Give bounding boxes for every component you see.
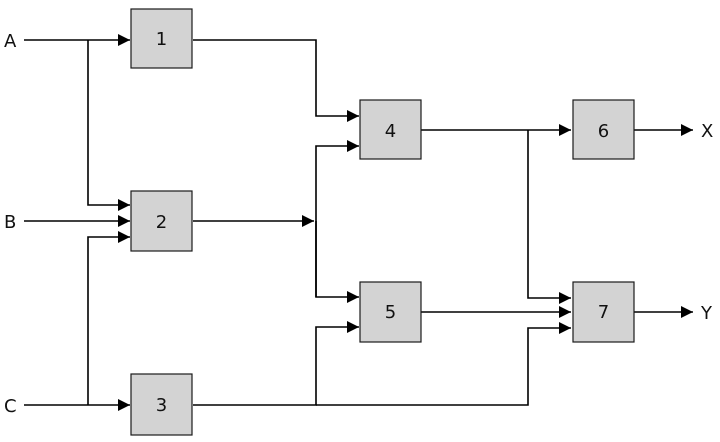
connections bbox=[24, 34, 693, 411]
block-1-label: 1 bbox=[156, 29, 167, 50]
block-2: 2 bbox=[130, 190, 193, 252]
block-7: 7 bbox=[572, 281, 635, 343]
block-4-label: 4 bbox=[385, 121, 396, 142]
block-5: 5 bbox=[359, 281, 422, 343]
wire-1-4 bbox=[193, 39, 359, 122]
block-6-label: 6 bbox=[598, 121, 609, 142]
block-6: 6 bbox=[572, 99, 635, 160]
input-label-c: C bbox=[4, 396, 17, 417]
wire-3-7 bbox=[316, 322, 571, 406]
io-labels: A B C X Y bbox=[4, 31, 713, 417]
output-label-x: X bbox=[701, 121, 713, 142]
block-2-label: 2 bbox=[156, 212, 167, 233]
output-label-y: Y bbox=[700, 303, 713, 324]
wire-a-2 bbox=[87, 40, 130, 211]
block-5-label: 5 bbox=[385, 302, 396, 323]
wire-junction-4 bbox=[315, 140, 359, 297]
block-3: 3 bbox=[130, 373, 193, 436]
block-4: 4 bbox=[359, 99, 422, 160]
block-3-label: 3 bbox=[156, 395, 167, 416]
wire-c-2 bbox=[87, 231, 130, 405]
block-1: 1 bbox=[130, 8, 193, 69]
wire-3-5 bbox=[193, 321, 359, 406]
block-7-label: 7 bbox=[598, 302, 609, 323]
wire-4-7 bbox=[527, 130, 571, 304]
input-label-b: B bbox=[4, 212, 16, 233]
wire-junction-5 bbox=[315, 221, 359, 303]
input-label-a: A bbox=[4, 31, 17, 52]
